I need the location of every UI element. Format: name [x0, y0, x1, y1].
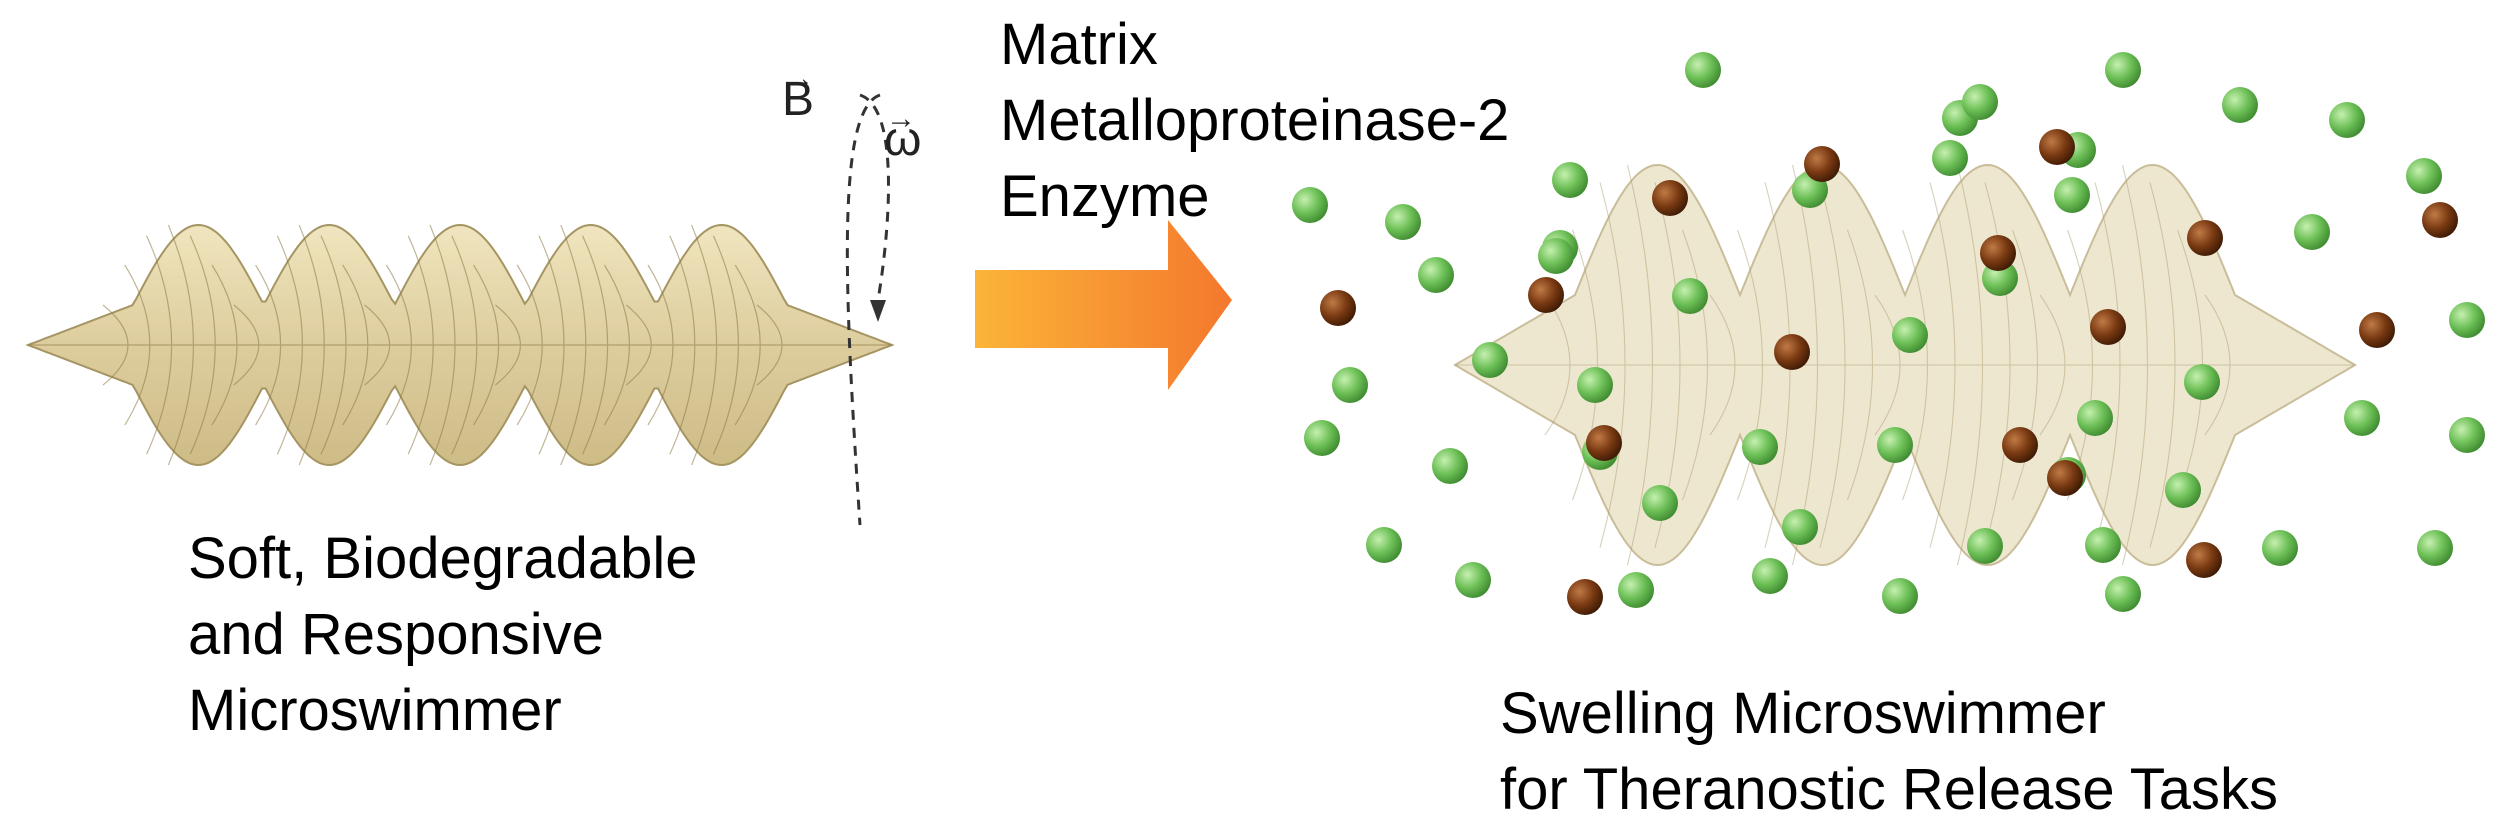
green-particle [2054, 177, 2090, 213]
brown-particle [2422, 202, 2458, 238]
green-particle [1882, 578, 1918, 614]
label-soft-microswimmer: Soft, Biodegradable and Responsive Micro… [188, 530, 697, 758]
brown-particle [2090, 309, 2126, 345]
green-particle [2344, 400, 2380, 436]
label-line: Swelling Microswimmer [1500, 681, 2106, 746]
green-particle [1472, 342, 1508, 378]
green-particle [1292, 187, 1328, 223]
green-particle [2085, 527, 2121, 563]
green-particle [2105, 52, 2141, 88]
brown-particle [1320, 290, 1356, 326]
green-particle [1877, 427, 1913, 463]
green-particle [1432, 448, 1468, 484]
brown-particle [1980, 235, 2016, 271]
vector-symbol: ω [884, 113, 922, 166]
label-line: Metalloproteinase-2 [1000, 88, 1510, 153]
brown-particle [1652, 180, 1688, 216]
green-particle [1332, 367, 1368, 403]
green-particle [1455, 562, 1491, 598]
brown-particle [2039, 129, 2075, 165]
green-particle [2329, 102, 2365, 138]
green-particle [2077, 400, 2113, 436]
green-particle [1672, 278, 1708, 314]
green-particle [2105, 576, 2141, 612]
brown-particle [1804, 146, 1840, 182]
green-particle [1552, 162, 1588, 198]
green-particle [2417, 530, 2453, 566]
green-particle [2165, 472, 2201, 508]
green-particle [1618, 572, 1654, 608]
green-particle [1538, 238, 1574, 274]
green-particle [1742, 429, 1778, 465]
brown-particle [2186, 542, 2222, 578]
brown-particle [2187, 220, 2223, 256]
green-particle [1304, 420, 1340, 456]
brown-particle [1586, 425, 1622, 461]
label-line: Matrix [1000, 12, 1158, 77]
label-line: for Theranostic Release Tasks [1500, 757, 2279, 822]
green-particle [1685, 52, 1721, 88]
brown-particle [2002, 427, 2038, 463]
green-particle [2406, 158, 2442, 194]
green-particle [1577, 367, 1613, 403]
green-particle [1385, 204, 1421, 240]
green-particle [2294, 214, 2330, 250]
green-particle [1932, 140, 1968, 176]
green-particle [2449, 417, 2485, 453]
brown-particle [2359, 312, 2395, 348]
green-particle [1892, 317, 1928, 353]
helix-microswimmer-left [25, 223, 895, 467]
label-line: and Responsive [188, 602, 604, 667]
green-particle [1962, 84, 1998, 120]
label-enzyme: Matrix Metalloproteinase-2 Enzyme [1000, 16, 1509, 244]
brown-particle [1774, 334, 1810, 370]
label-swelling-microswimmer: Swelling Microswimmer for Theranostic Re… [1500, 685, 2278, 830]
green-particle [2222, 87, 2258, 123]
brown-particle [1567, 579, 1603, 615]
green-particle [1782, 509, 1818, 545]
green-particle [1642, 485, 1678, 521]
magnetic-field-vector: → B [782, 62, 815, 127]
rotation-arrowhead [870, 300, 886, 322]
green-particle [2184, 364, 2220, 400]
green-particle [1366, 527, 1402, 563]
green-particle [2262, 530, 2298, 566]
green-particle [1967, 528, 2003, 564]
brown-particle [1528, 277, 1564, 313]
released-particles [1292, 52, 2485, 615]
label-line: Microswimmer [188, 678, 562, 743]
rotation-indicator [845, 93, 890, 526]
vector-arrow-icon: → [886, 102, 916, 135]
green-particle [1752, 558, 1788, 594]
helix-microswimmer-right [1453, 163, 2357, 567]
vector-arrow-icon: → [784, 62, 814, 95]
green-particle [1418, 257, 1454, 293]
process-arrow [975, 220, 1232, 390]
angular-velocity-vector: → ω [884, 102, 922, 167]
vector-symbol: B [782, 73, 815, 126]
green-particle [2449, 302, 2485, 338]
label-line: Enzyme [1000, 164, 1210, 229]
brown-particle [2047, 460, 2083, 496]
label-line: Soft, Biodegradable [188, 526, 698, 591]
